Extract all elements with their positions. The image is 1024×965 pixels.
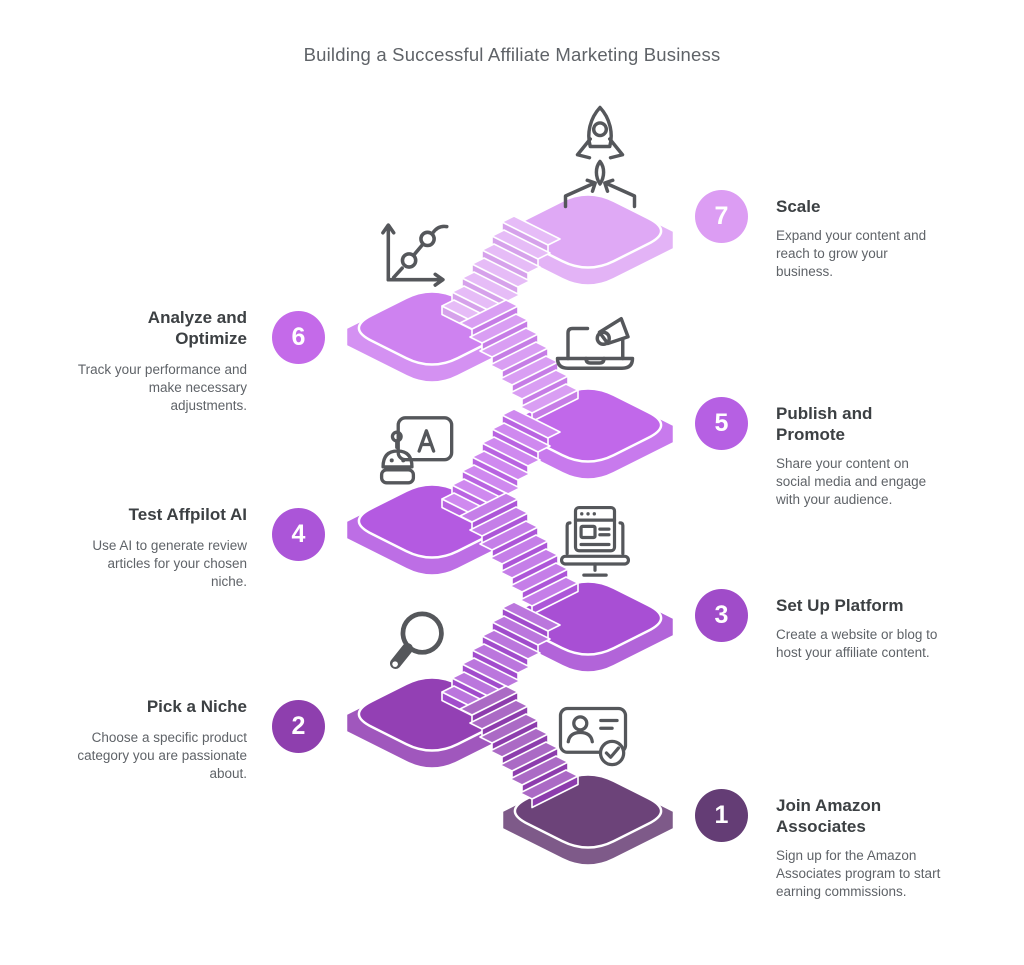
step-4: Test Affpilot AI Use AI to generate revi…: [77, 502, 325, 591]
step-3-title: Set Up Platform: [776, 596, 904, 615]
step-7-badge: 7: [695, 190, 748, 243]
step-5: 5 Publish and Promote Share your content…: [695, 397, 946, 509]
stairs-flight-5: [459, 299, 579, 423]
stairs-flight-3: [459, 492, 579, 616]
page-title: Building a Successful Affiliate Marketin…: [303, 44, 721, 65]
step-2-description: Choose a specific product category you a…: [77, 730, 247, 781]
growth-chart-icon: [381, 223, 449, 287]
rocket-launch-icon: [563, 105, 637, 209]
step-4-badge: 4: [272, 508, 325, 561]
step-3-badge: 3: [695, 589, 748, 642]
step-2-title: Pick a Niche: [146, 697, 247, 716]
step-2: Pick a Niche Choose a specific product c…: [77, 694, 325, 783]
step-1-description: Sign up for the Amazon Associates progra…: [776, 848, 941, 899]
step-3: 3 Set Up Platform Create a website or bl…: [695, 589, 946, 662]
stairs-flight-1: [459, 685, 579, 809]
step-7-description: Expand your content and reach to grow yo…: [776, 228, 927, 279]
step-6-title: Analyze and Optimize: [147, 308, 247, 348]
ai-robot-icon: [379, 416, 454, 485]
step-1-badge: 1: [695, 789, 748, 842]
id-card-icon: [558, 706, 628, 767]
step-1-title: Join Amazon Associates: [776, 796, 882, 836]
step-5-badge: 5: [695, 397, 748, 450]
step-3-description: Create a website or blog to host your af…: [776, 627, 938, 660]
magnifier-icon: [389, 611, 444, 669]
step-1: 1 Join Amazon Associates Sign up for the…: [695, 789, 946, 901]
step-7: 7 Scale Expand your content and reach to…: [695, 190, 946, 281]
laptop-megaphone-icon: [555, 317, 635, 370]
step-4-description: Use AI to generate review articles for y…: [92, 538, 247, 589]
step-4-title: Test Affpilot AI: [128, 505, 247, 524]
step-6-description: Track your performance and make necessar…: [77, 362, 247, 413]
platform-7: [500, 193, 676, 287]
website-monitor-icon: [559, 505, 631, 577]
step-7-title: Scale: [776, 197, 821, 216]
step-2-badge: 2: [272, 700, 325, 753]
step-5-title: Publish and Promote: [776, 404, 873, 444]
step-6: Analyze and Optimize Track your performa…: [77, 305, 325, 415]
step-5-description: Share your content on social media and e…: [776, 456, 927, 507]
step-6-badge: 6: [272, 311, 325, 364]
